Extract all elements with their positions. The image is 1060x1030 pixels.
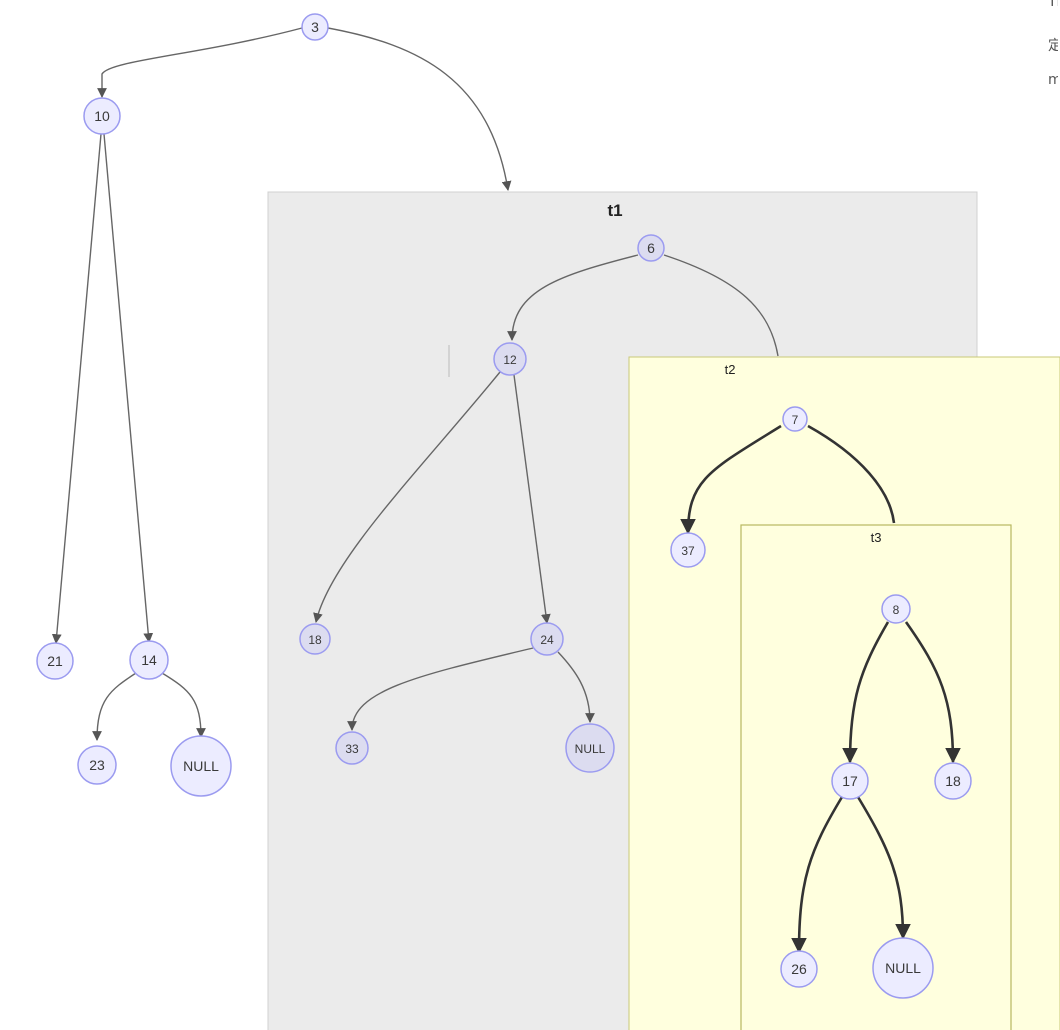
edge-7-t3 (807, 424, 896, 524)
edge-12-24 (513, 374, 551, 624)
svg-text:NULL: NULL (885, 960, 921, 976)
svg-text:21: 21 (47, 653, 63, 669)
svg-text:14: 14 (141, 652, 157, 668)
node-7[interactable]: 7 (782, 406, 808, 432)
svg-text:10: 10 (94, 108, 110, 124)
top-right-text-1: TL (1048, 0, 1058, 10)
svg-text:24: 24 (540, 633, 554, 647)
edge-12-18 (313, 371, 501, 623)
svg-text:33: 33 (345, 742, 359, 756)
edge-3-10 (97, 27, 303, 98)
node-14[interactable]: 14 (129, 640, 169, 680)
edge-24-null (557, 651, 595, 723)
node-17[interactable]: 17 (831, 762, 869, 800)
node-3[interactable]: 3 (301, 13, 329, 41)
node-26[interactable]: 26 (780, 950, 818, 988)
svg-text:8: 8 (893, 603, 900, 617)
svg-text:18: 18 (308, 633, 322, 647)
edge-7-37 (680, 424, 782, 535)
edge-8-18 (904, 621, 961, 764)
svg-text:NULL: NULL (575, 742, 606, 756)
svg-text:26: 26 (791, 961, 807, 977)
node-8[interactable]: 8 (881, 594, 911, 624)
node-23[interactable]: 23 (77, 745, 117, 785)
node-null-t3[interactable]: NULL (872, 937, 934, 999)
node-12[interactable]: 12 (493, 342, 527, 376)
edge-10-21 (51, 133, 102, 644)
top-right-text-3: m (1048, 72, 1058, 88)
node-24[interactable]: 24 (530, 622, 564, 656)
svg-text:3: 3 (311, 19, 319, 35)
node-6[interactable]: 6 (637, 234, 665, 262)
node-37[interactable]: 37 (670, 532, 706, 568)
node-18-t1[interactable]: 18 (299, 623, 331, 655)
node-null-top[interactable]: NULL (170, 735, 232, 797)
node-null-t1[interactable]: NULL (565, 723, 615, 773)
cluster-t3-label: t3 (871, 530, 882, 545)
cluster-t2-label: t2 (725, 362, 736, 377)
node-10[interactable]: 10 (83, 97, 121, 135)
node-18-t3[interactable]: 18 (934, 762, 972, 800)
node-33[interactable]: 33 (335, 731, 369, 765)
node-21[interactable]: 21 (36, 642, 74, 680)
edge-17-26 (791, 796, 844, 954)
edge-3-t1 (327, 27, 512, 191)
svg-text:7: 7 (792, 413, 799, 427)
svg-text:6: 6 (647, 240, 655, 256)
svg-text:12: 12 (503, 353, 517, 367)
edge-14-23 (92, 672, 137, 741)
svg-text:NULL: NULL (183, 758, 219, 774)
edge-6-12 (507, 254, 639, 341)
svg-text:37: 37 (681, 544, 695, 558)
top-right-text-2: 定 (1048, 38, 1058, 54)
svg-text:23: 23 (89, 757, 105, 773)
edge-14-null (161, 672, 206, 738)
svg-text:18: 18 (945, 773, 961, 789)
edges-t2-t3 (680, 424, 961, 954)
edge-24-33 (347, 647, 534, 731)
edge-6-t2 (663, 254, 779, 357)
cluster-t1-label: t1 (607, 201, 622, 220)
edges-t1 (313, 254, 779, 731)
edge-8-17 (842, 621, 890, 764)
edge-17-null (856, 796, 911, 940)
edge-10-14 (103, 133, 154, 643)
svg-text:17: 17 (842, 773, 858, 789)
edges-top-tree (51, 27, 512, 741)
